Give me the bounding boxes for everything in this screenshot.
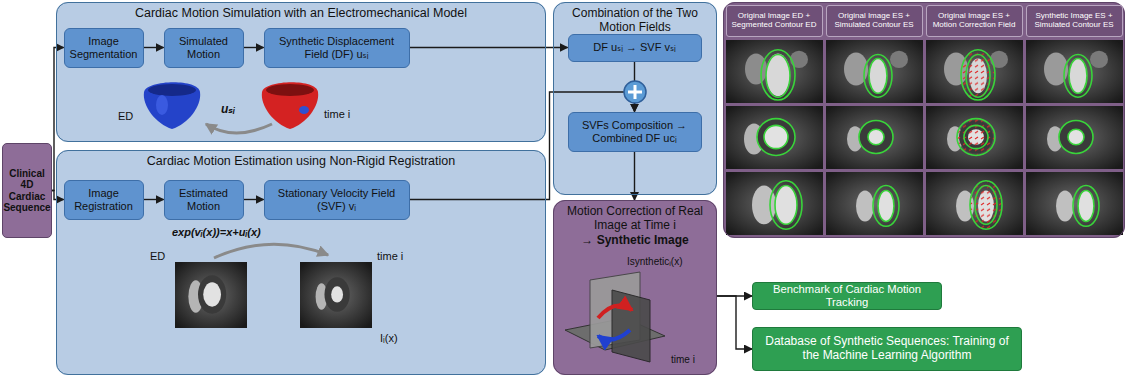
panel-fill: [723, 2, 1125, 238]
column-header: Original Image ES + Simulated Contour ES: [829, 12, 920, 30]
heart-mesh: [144, 82, 200, 129]
box-label: Database of Synthetic Sequences: Trainin…: [758, 335, 1016, 363]
process-box: SVFs Composition → Combined DF uᴄᵢ: [568, 112, 702, 152]
figure-label: ED: [150, 250, 165, 263]
header-cell: Original Image ES + Motion Correction Fi…: [926, 5, 1023, 37]
panel-title: Motion Correction of Real Image at Time …: [562, 204, 708, 233]
connector-arrow: [244, 47, 264, 48]
box-label: Image Segmentation: [70, 35, 138, 60]
process-box: Image Registration: [64, 180, 144, 220]
header-cell: Original Image ED + Segmented Contour ED: [726, 5, 823, 37]
process-box: Estimated Motion: [164, 180, 244, 220]
figure-label: Isyntheticᵢ(x): [627, 256, 682, 268]
panel-title: Cardiac Motion Estimation using Non-Rigi…: [147, 154, 455, 169]
mri-image-time-i: [300, 262, 372, 328]
box-label: SVFs Composition → Combined DF uᴄᵢ: [574, 119, 696, 144]
box-label: Image Registration: [70, 187, 138, 212]
process-box: Simulated Motion: [164, 28, 244, 68]
connector-arrow: [52, 191, 64, 200]
column-header: Original Image ES + Motion Correction Fi…: [929, 12, 1020, 30]
plus-symbol: [624, 81, 646, 103]
connector-arrow: [144, 199, 164, 200]
registration-arrow: [214, 244, 328, 258]
box-label: Benchmark of Cardiac Motion Tracking: [758, 283, 936, 309]
image-plane: [612, 290, 650, 362]
image-grid: [726, 40, 1123, 235]
motion-arrow: [598, 306, 632, 319]
figure-label: time i: [324, 108, 350, 121]
heart-base: [148, 84, 196, 96]
connector-arrow: [717, 296, 752, 349]
box-label: Stationary Velocity Field (SVF) vᵢ: [270, 187, 404, 212]
input-box: Clinical 4D Cardiac Sequence: [2, 143, 52, 238]
image-panel: Original Image ED + Segmented Contour ED…: [723, 2, 1125, 238]
stage-panel: Cardiac Motion Estimation using Non-Rigi…: [56, 150, 546, 375]
panel-fill: [56, 150, 546, 375]
figure-label: ED: [118, 110, 133, 123]
connector-arrow: [634, 152, 635, 201]
heart-mesh: [262, 82, 318, 129]
connector-arrow: [144, 47, 164, 48]
heart-shade: [299, 106, 309, 114]
figure-label: time i: [671, 354, 695, 366]
plus-sign: [628, 85, 642, 99]
panel-fill: [56, 2, 546, 142]
connector-arrow: [52, 48, 64, 191]
figure-label: exp(vᵢ(x))=x+uᵢ(x): [172, 226, 261, 239]
motion-arrow: [598, 330, 630, 340]
process-box: Synthetic Displacement Field (DF) uₛᵢ: [264, 28, 410, 68]
process-box: Image Segmentation: [64, 28, 144, 68]
result-box: Database of Synthetic Sequences: Trainin…: [752, 327, 1022, 371]
column-header: Original Image ED + Segmented Contour ED: [729, 12, 820, 30]
box-label: Synthetic Displacement Field (DF) uₛᵢ: [270, 35, 404, 60]
panel-title: Cardiac Motion Simulation with an Electr…: [135, 6, 467, 21]
box-label: DF uₛᵢ → SVF vₛᵢ: [593, 41, 676, 54]
panel-fill: [553, 200, 717, 375]
figure-label: Iᵢ(x): [380, 332, 398, 345]
connector-arrow: [410, 47, 568, 48]
box-label: Simulated Motion: [170, 35, 238, 60]
result-box: Benchmark of Cardiac Motion Tracking: [752, 282, 942, 310]
stage-panel: Combination of the Two Motion Fields DF u…: [553, 2, 717, 195]
deformation-arrow: [206, 124, 272, 133]
heart-ed: [144, 82, 200, 129]
synthetic-volume: [565, 272, 665, 362]
heart-time-i: [262, 82, 318, 129]
box-label: Clinical 4D Cardiac Sequence: [3, 168, 50, 214]
header-cell: Synthetic Image ES + Simulated Contour E…: [1026, 5, 1123, 37]
heart-base: [266, 84, 314, 96]
panel-title: → Synthetic Image: [581, 233, 688, 247]
heart-shade: [156, 95, 168, 115]
process-box: DF uₛᵢ → SVF vₛᵢ: [568, 34, 702, 62]
process-box: Stationary Velocity Field (SVF) vᵢ: [264, 180, 410, 220]
mri-image-ed: [175, 262, 247, 328]
box-label: Estimated Motion: [170, 187, 238, 212]
column-header: Synthetic Image ES + Simulated Contour E…: [1029, 12, 1120, 30]
output-panel: Motion Correction of Real Image at Time …: [553, 200, 717, 375]
header-cell: Original Image ES + Simulated Contour ES: [826, 5, 923, 37]
figure-label: uₛᵢ: [221, 102, 235, 116]
figure-label: time i: [377, 250, 403, 263]
panel-title: Combination of the Two Motion Fields: [562, 6, 708, 35]
connector-arrow: [244, 199, 264, 200]
